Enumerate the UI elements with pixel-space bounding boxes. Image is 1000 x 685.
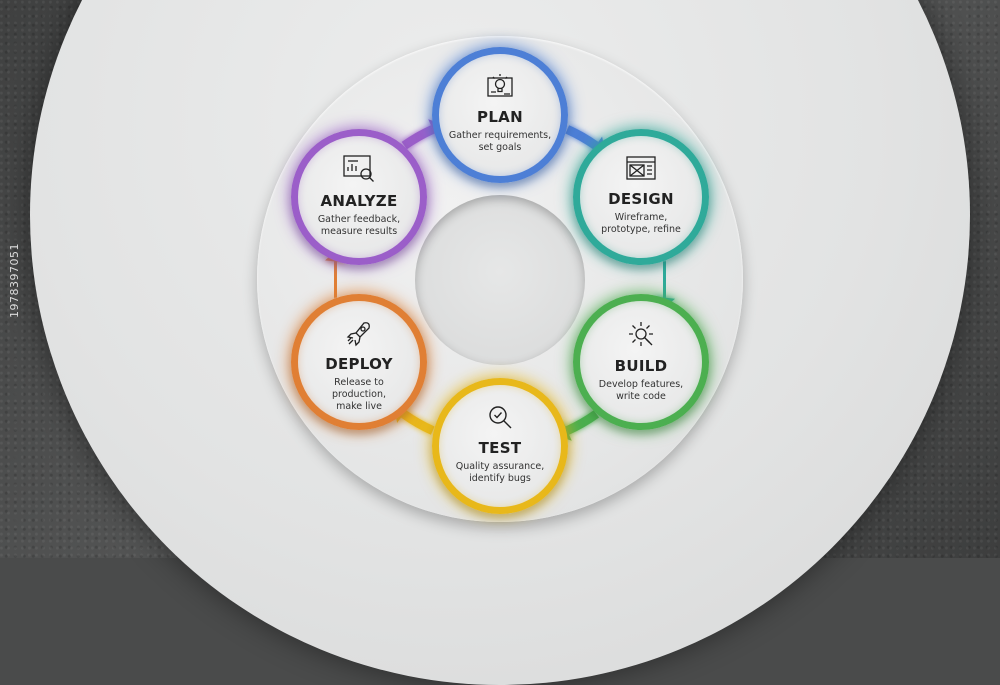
- stage-plan: PLAN Gather requirements,set goals: [432, 47, 568, 183]
- magnifier-check-icon: [486, 403, 514, 435]
- arrow-plan-to-design: [565, 125, 599, 150]
- stage-description: Wireframe,prototype, refine: [601, 212, 681, 235]
- stage-title: PLAN: [477, 108, 523, 126]
- chart-magnifier-icon: [342, 154, 376, 188]
- lightbulb-blueprint-icon: [485, 72, 515, 104]
- stage-description: Quality assurance,identify bugs: [455, 461, 545, 484]
- stage-description: Gather feedback,measure results: [317, 214, 401, 237]
- rocket-icon: [344, 319, 374, 353]
- stage-title: ANALYZE: [320, 192, 398, 210]
- stage-analyze: ANALYZE Gather feedback,measure results: [291, 129, 427, 265]
- stage-design: DESIGN Wireframe,prototype, refine: [573, 129, 709, 265]
- gear-wrench-icon: [626, 319, 656, 353]
- stage-title: DESIGN: [608, 190, 674, 208]
- stage-title: DEPLOY: [325, 355, 393, 373]
- stage-test: TEST Quality assurance,identify bugs: [432, 378, 568, 514]
- arrow-test-to-deploy: [400, 410, 435, 435]
- stage-title: BUILD: [614, 357, 668, 375]
- stage-build: BUILD Develop features,write code: [573, 294, 709, 430]
- wireframe-icon: [625, 154, 657, 186]
- center-hole: [415, 195, 585, 365]
- arrow-deploy-to-analyze: [330, 261, 341, 299]
- stage-title: TEST: [478, 439, 522, 457]
- arrow-design-to-build: [659, 261, 670, 299]
- arrow-build-to-test: [565, 410, 600, 435]
- stage-description: Gather requirements,set goals: [448, 130, 552, 153]
- arrow-analyze-to-plan: [401, 125, 435, 150]
- stage-description: Develop features,write code: [598, 379, 684, 402]
